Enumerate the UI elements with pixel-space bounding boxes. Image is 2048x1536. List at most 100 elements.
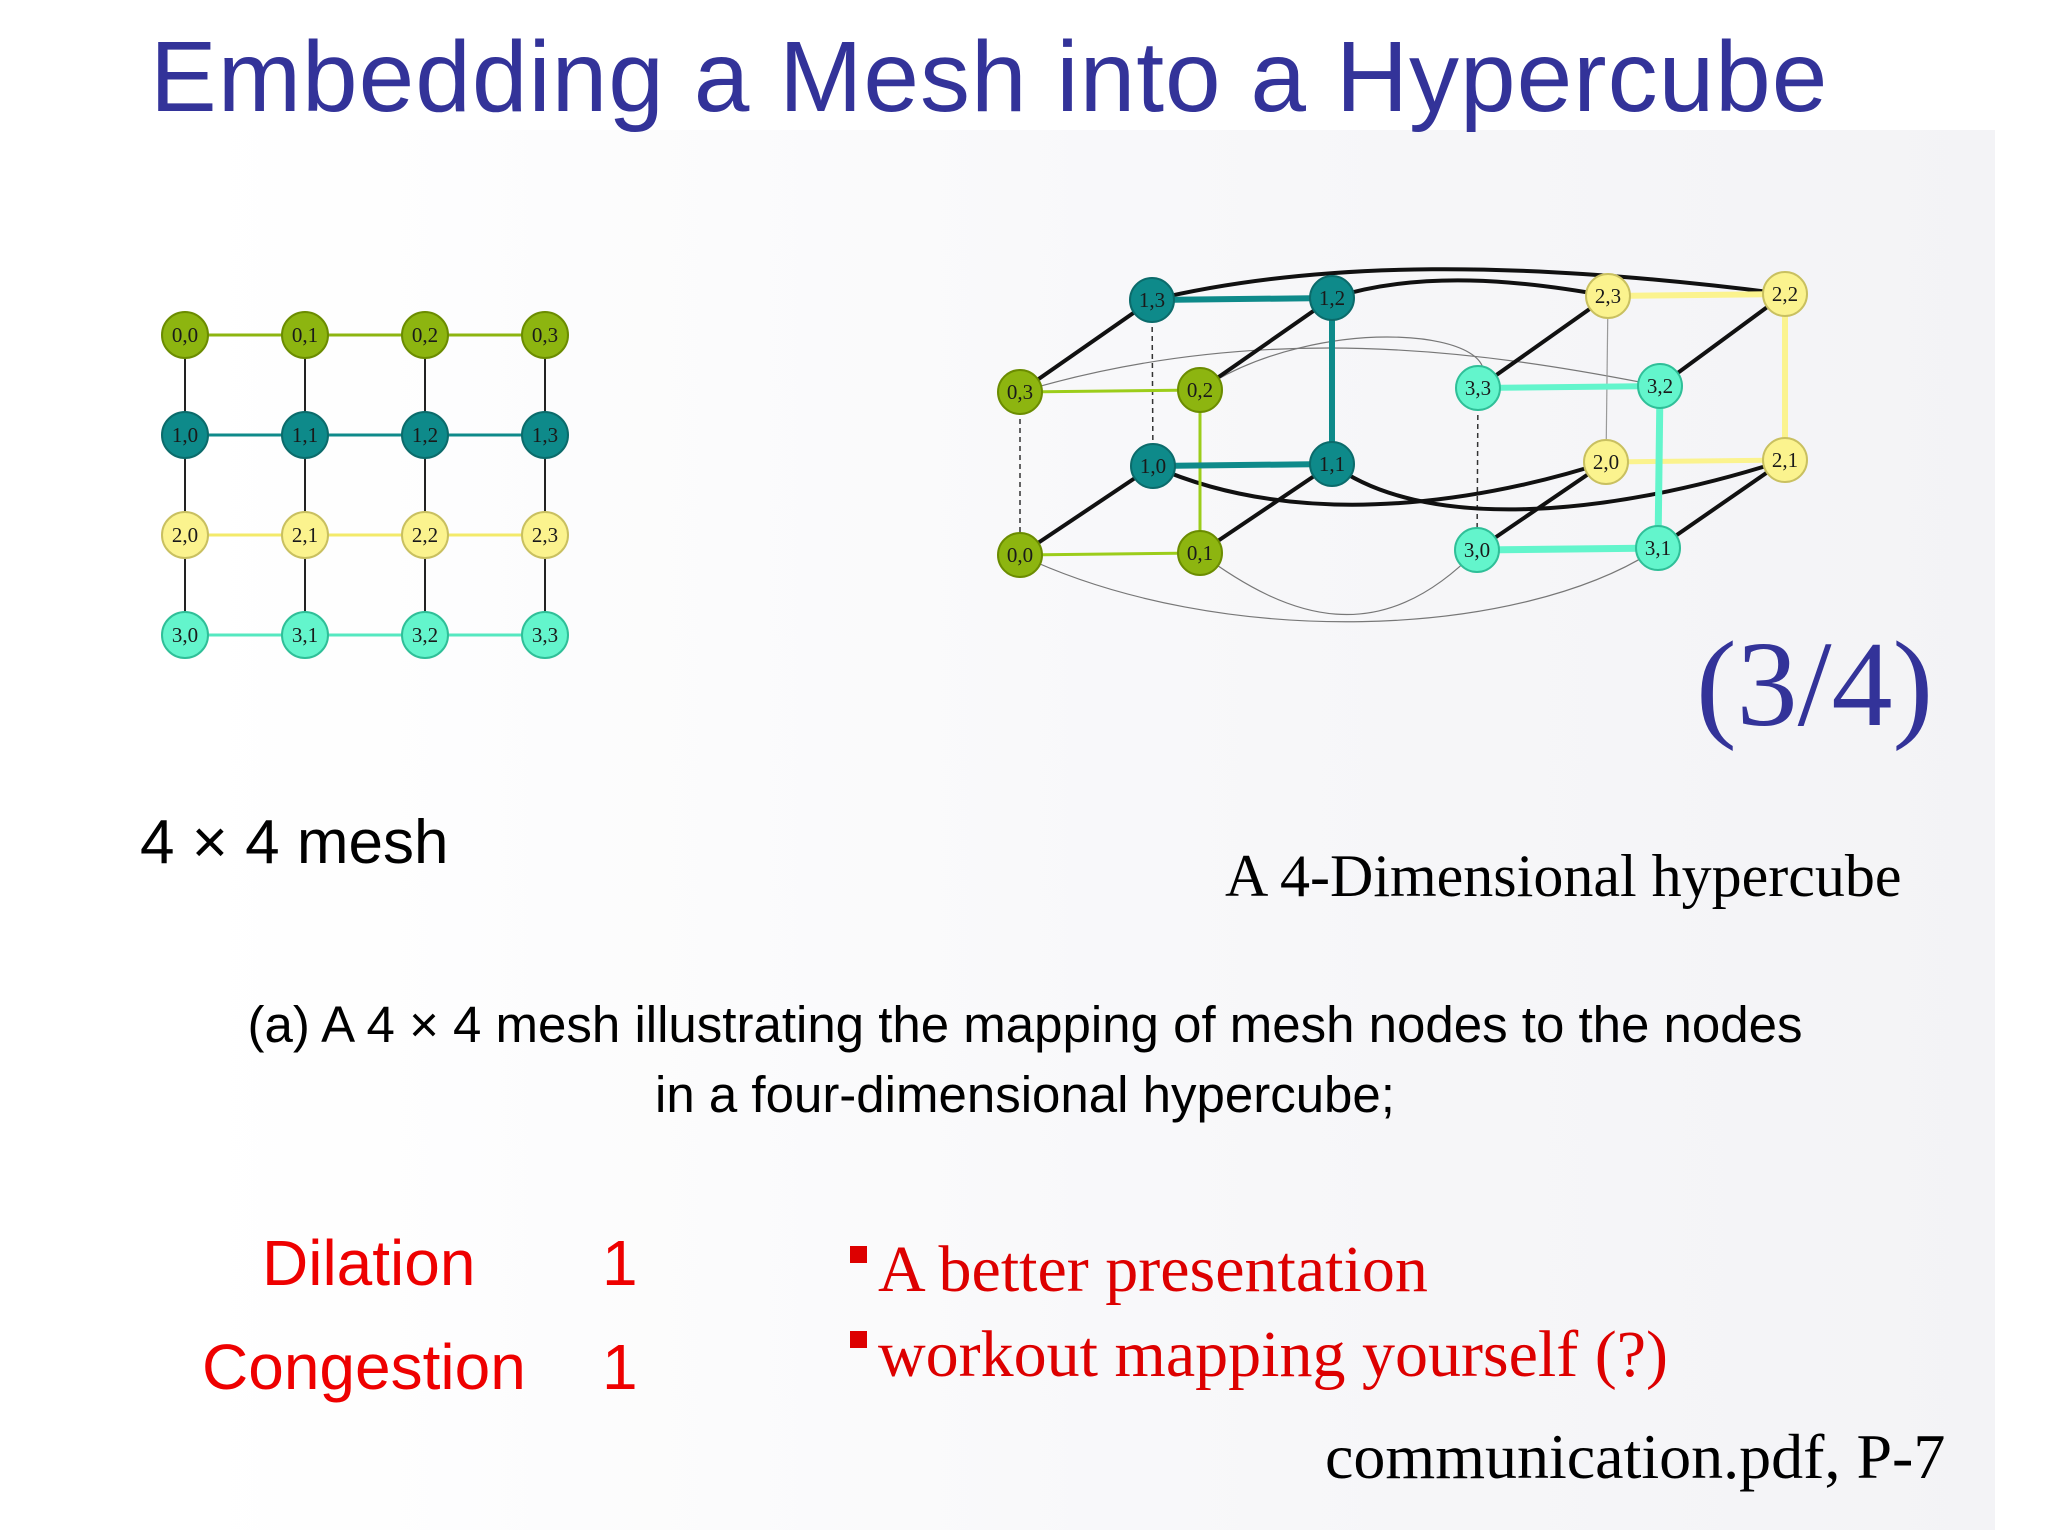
slide-title: Embedding a Mesh into a Hypercube [150,21,1829,133]
svg-text:1,0: 1,0 [1140,454,1166,478]
mesh-node: 0,1 [281,311,329,359]
hypercube-curve-link [1151,267,1786,302]
hypercube-link [1605,457,1786,465]
hypercube-curve-link [1152,460,1607,507]
mesh-node: 3,1 [281,611,329,659]
hypercube-node: 2,0 [1583,439,1629,485]
hypercube-link [1475,460,1608,552]
hypercube-node: 3,3 [1455,365,1501,411]
svg-text:1,1: 1,1 [1319,452,1345,476]
mesh-node: 3,3 [521,611,569,659]
congestion-value: 1 [602,1331,638,1403]
svg-text:2,2: 2,2 [1772,282,1798,306]
hypercube-node: 2,2 [1762,271,1808,317]
hypercube-node: 0,0 [997,532,1043,578]
svg-text:1,2: 1,2 [1319,286,1345,310]
congestion-label: Congestion [202,1331,526,1403]
svg-text:0,2: 0,2 [1187,378,1213,402]
hypercube-caption: A 4-Dimensional hypercube [1225,843,1902,909]
mesh-caption: 4 × 4 mesh [140,808,449,877]
mesh-node: 1,2 [401,411,449,459]
svg-text:1,2: 1,2 [412,423,438,447]
svg-text:2,0: 2,0 [172,523,198,547]
hypercube-link [1607,291,1786,299]
hypercube-curve-link [1199,336,1485,391]
mesh-node: 2,0 [161,511,209,559]
hypercube-link [1654,385,1664,549]
dilation-label: Dilation [262,1227,476,1299]
svg-text:2,1: 2,1 [1772,448,1798,472]
mesh-node: 3,2 [401,611,449,659]
figure-caption-line-1: (a) A 4 × 4 mesh illustrating the mappin… [247,996,1803,1053]
mesh-node: 1,3 [521,411,569,459]
hypercube-link [1019,388,1201,394]
svg-text:0,1: 0,1 [1187,541,1213,565]
source-reference: communication.pdf, P-7 [1325,1421,1946,1492]
hypercube-link [1018,464,1155,557]
bullet-square-icon [850,1331,867,1348]
hypercube-node: 1,1 [1309,441,1355,487]
svg-text:3,2: 3,2 [412,623,438,647]
hypercube-link [1605,295,1609,463]
hypercube-curve-link [1330,458,1786,512]
svg-text:0,0: 0,0 [1007,543,1033,567]
hypercube-link [1476,387,1479,551]
hypercube-diagram: 1,3 1,2 2,3 2,2 0,3 0,2 3,3 3,2 1,0 1,1 2,0 2,1 0,0 0… [997,267,1808,623]
svg-text:3,1: 3,1 [1645,536,1671,560]
svg-text:3,1: 3,1 [292,623,318,647]
mesh-node: 1,1 [281,411,329,459]
hypercube-link [1658,292,1787,388]
hypercube-curve-link [1331,278,1609,300]
svg-text:2,3: 2,3 [1595,284,1621,308]
svg-text:1,1: 1,1 [292,423,318,447]
svg-text:2,3: 2,3 [532,523,558,547]
mesh-node: 0,0 [161,311,209,359]
hypercube-curve-link [1019,547,1659,623]
svg-text:0,0: 0,0 [172,323,198,347]
bullet-square-icon [850,1246,867,1263]
mesh-node: 0,2 [401,311,449,359]
hypercube-link [1019,551,1201,557]
hypercube-node: 1,0 [1130,443,1176,489]
svg-text:3,0: 3,0 [172,623,198,647]
hypercube-link [1477,383,1661,391]
mesh-diagram: 0,0 0,1 0,2 0,3 1,0 1,1 1,2 1,3 2,0 2,1 2,2 2,3 3,0 3… [161,311,569,659]
hypercube-link [1198,462,1334,555]
svg-text:3,3: 3,3 [1465,376,1491,400]
hypercube-node: 1,2 [1309,275,1355,321]
hypercube-node: 0,3 [997,369,1043,415]
hypercube-node: 1,3 [1129,277,1175,323]
mesh-node: 2,1 [281,511,329,559]
slide-background [195,130,1995,1530]
hypercube-link [1152,461,1333,469]
svg-text:2,0: 2,0 [1593,450,1619,474]
hypercube-link [1151,295,1333,303]
hypercube-link [1476,294,1610,390]
figure-caption: (a) A 4 × 4 mesh illustrating the mappin… [100,990,1950,1130]
svg-text:3,2: 3,2 [1647,374,1673,398]
page-label: (3/4) [1696,617,1934,752]
svg-text:1,0: 1,0 [172,423,198,447]
mesh-node: 2,2 [401,511,449,559]
hypercube-node: 3,1 [1635,525,1681,571]
mesh-node: 0,3 [521,311,569,359]
figure-caption-line-2: in a four-dimensional hypercube; [655,1066,1395,1123]
hypercube-node: 0,2 [1177,367,1223,413]
svg-text:0,1: 0,1 [292,323,318,347]
hypercube-node: 2,1 [1762,437,1808,483]
dilation-value: 1 [602,1227,638,1299]
svg-text:1,3: 1,3 [532,423,558,447]
hypercube-curve-link [1199,549,1478,616]
svg-text:3,3: 3,3 [532,623,558,647]
hypercube-link [1476,544,1659,554]
svg-text:0,3: 0,3 [1007,380,1033,404]
hypercube-link [1018,298,1154,394]
svg-text:0,3: 0,3 [532,323,558,347]
svg-text:3,0: 3,0 [1464,538,1490,562]
hypercube-curve-link [1019,347,1661,393]
hypercube-link [1198,296,1334,392]
svg-text:2,1: 2,1 [292,523,318,547]
hypercube-node: 2,3 [1585,273,1631,319]
hypercube-node: 3,2 [1637,363,1683,409]
hypercube-node: 0,1 [1177,530,1223,576]
